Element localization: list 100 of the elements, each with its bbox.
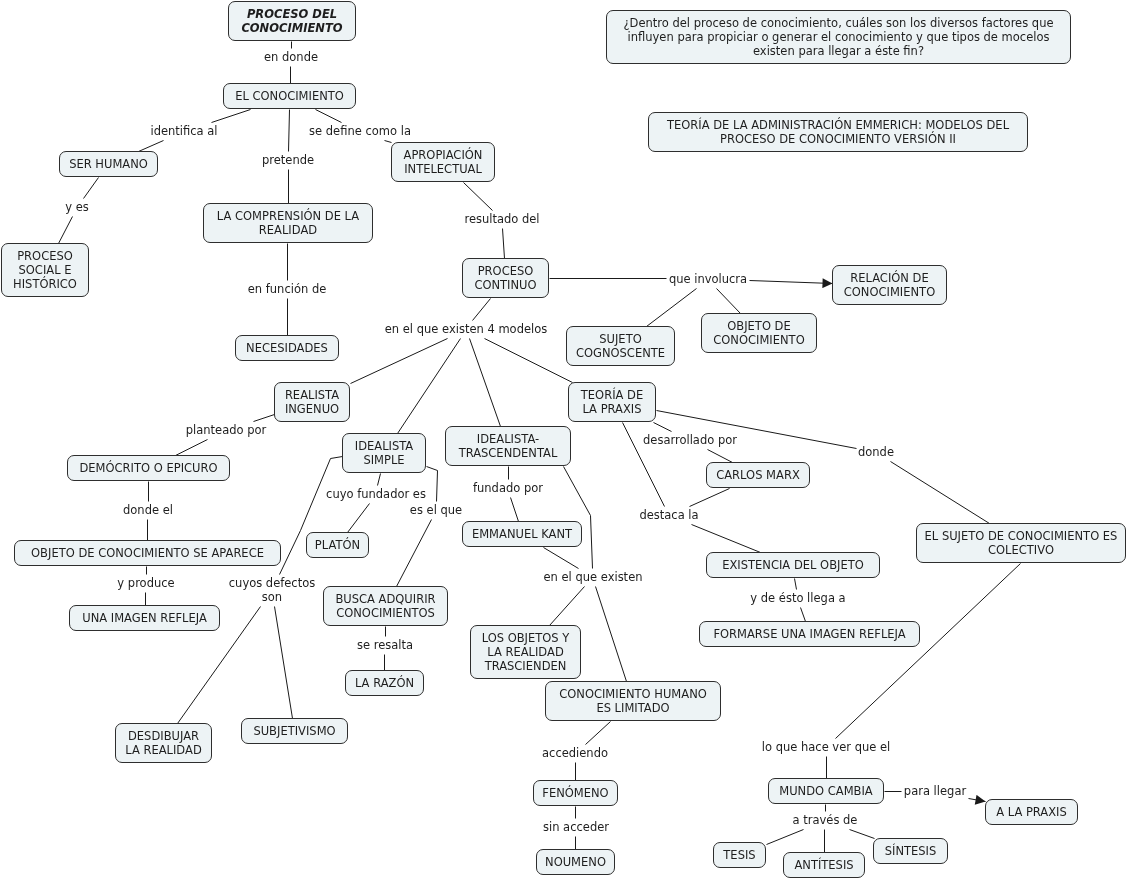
arrow xyxy=(749,278,833,289)
connector-line xyxy=(508,466,509,480)
concept-box: MUNDO CAMBIA xyxy=(768,778,884,804)
arrow xyxy=(968,794,986,805)
connector-line xyxy=(595,586,627,682)
connector-line xyxy=(849,829,875,839)
connector-line xyxy=(291,41,292,49)
linking-phrase: para llegar xyxy=(903,784,967,798)
concept-box: OBJETO DE CONOCIMIENTO SE APARECE xyxy=(14,540,281,566)
concept-box: EL SUJETO DE CONOCIMIENTO ES COLECTIVO xyxy=(916,523,1126,563)
linking-phrase: identifica al xyxy=(150,124,218,138)
linking-phrase: y de ésto llega a xyxy=(750,591,846,605)
connector-line xyxy=(290,66,291,84)
connector-line xyxy=(148,481,149,502)
connector-line xyxy=(549,278,667,279)
concept-box: CARLOS MARX xyxy=(706,462,810,488)
connector-line xyxy=(510,497,519,522)
linking-phrase: se resalta xyxy=(356,638,414,652)
concept-box: DESDIBUJAR LA REALIDAD xyxy=(115,723,212,763)
connector-line xyxy=(502,228,505,259)
linking-phrase: se define como la xyxy=(309,124,411,138)
linking-phrase: donde xyxy=(858,445,894,459)
concept-box: PLATÓN xyxy=(306,532,369,558)
connector-line xyxy=(472,298,491,321)
connector-line xyxy=(826,756,827,779)
concept-box: DEMÓCRITO O EPICURO xyxy=(67,455,230,481)
concept-box: TEORÍA DE LA PRAXIS xyxy=(568,382,656,422)
connector-line xyxy=(138,140,164,152)
linking-phrase: en función de xyxy=(247,282,327,296)
linking-phrase: que involucra xyxy=(668,272,748,286)
question-box: ¿Dentro del proceso de conocimiento, cuáles son los diversos factores que influyen para propiciar o generar el conocimiento y que tipos de mocelos existen para llegar a éste fin? xyxy=(606,10,1071,64)
connector-line xyxy=(463,182,493,211)
concept-box: IDEALISTA-TRASCENDENTAL xyxy=(445,426,571,466)
connector-line xyxy=(716,288,741,314)
connector-line xyxy=(691,524,761,553)
connector-line xyxy=(397,338,461,434)
connector-line xyxy=(384,140,392,143)
connector-line xyxy=(800,607,806,622)
linking-phrase: fundado por xyxy=(473,481,543,495)
concept-box: CONOCIMIENTO HUMANO ES LIMITADO xyxy=(545,681,721,721)
connector-line xyxy=(177,606,261,724)
concept-box: IDEALISTA SIMPLE xyxy=(342,433,426,473)
concept-box: OBJETO DE CONOCIMIENTO xyxy=(701,313,817,353)
linking-phrase: es el que xyxy=(409,503,463,517)
concept-box: APROPIACIÓN INTELECTUAL xyxy=(391,142,495,182)
connector-line xyxy=(563,466,593,569)
connector-line xyxy=(287,243,288,281)
connector-line xyxy=(145,592,146,606)
linking-phrase: en el que existen xyxy=(543,570,643,584)
concept-box: EMMANUEL KANT xyxy=(462,521,582,547)
concept-box: FENÓMENO xyxy=(533,780,618,806)
concept-box: SUJETO COGNOSCENTE xyxy=(566,326,675,366)
connector-line xyxy=(279,456,343,575)
concept-box: EL CONOCIMIENTO xyxy=(223,83,356,109)
concept-box: RELACIÓN DE CONOCIMIENTO xyxy=(832,265,947,305)
connector-line xyxy=(689,488,730,507)
linking-phrase: pretende xyxy=(261,153,315,167)
linking-phrase: cuyos defectos son xyxy=(227,576,317,604)
connector-line xyxy=(426,466,438,502)
connector-line xyxy=(211,109,251,123)
concept-box: FORMARSE UNA IMAGEN REFLEJA xyxy=(699,621,920,647)
concept-box: PROCESO DEL CONOCIMIENTO xyxy=(228,1,356,41)
connector-line xyxy=(396,519,432,587)
linking-phrase: lo que hace ver que el xyxy=(761,740,891,754)
connector-line xyxy=(824,829,825,853)
connector-line xyxy=(253,414,275,422)
concept-box: EXISTENCIA DEL OBJETO xyxy=(706,552,880,578)
connector-line xyxy=(575,806,576,819)
connector-line xyxy=(58,216,73,244)
concept-box: SUBJETIVISMO xyxy=(241,718,348,744)
connector-line xyxy=(646,288,697,327)
title-box: TEORÍA DE LA ADMINISTRACIÓN EMMERICH: MODELOS DEL PROCESO DE CONOCIMIENTO VERSIÓN II xyxy=(648,112,1028,152)
concept-box: TESIS xyxy=(713,842,766,868)
concept-box: NECESIDADES xyxy=(235,335,339,361)
connector-line xyxy=(835,563,1021,739)
linking-phrase: a través de xyxy=(792,813,858,827)
connector-line xyxy=(315,109,342,123)
connector-line xyxy=(656,410,857,449)
connector-line xyxy=(766,829,804,845)
connector-line xyxy=(543,547,579,569)
concept-box: REALISTA INGENUO xyxy=(274,382,350,422)
connector-line xyxy=(484,338,573,383)
linking-phrase: resultado del xyxy=(464,212,540,226)
linking-phrase: destaca la xyxy=(639,508,699,522)
connector-line xyxy=(884,791,902,792)
connector-line xyxy=(825,804,826,812)
connector-line xyxy=(585,721,611,745)
connector-line xyxy=(377,473,381,486)
concept-box: A LA PRAXIS xyxy=(985,799,1078,825)
linking-phrase: y produce xyxy=(117,576,175,590)
connector-line xyxy=(83,177,99,199)
connector-line xyxy=(469,338,501,427)
concept-box: UNA IMAGEN REFLEJA xyxy=(69,605,220,631)
concept-box: SER HUMANO xyxy=(59,151,158,177)
concept-box: SÍNTESIS xyxy=(873,838,948,864)
concept-box: PROCESO SOCIAL E HISTÓRICO xyxy=(1,243,89,297)
connector-line xyxy=(707,449,733,463)
connector-line xyxy=(575,762,576,781)
connector-line xyxy=(146,566,147,575)
linking-phrase: en donde xyxy=(264,50,318,64)
